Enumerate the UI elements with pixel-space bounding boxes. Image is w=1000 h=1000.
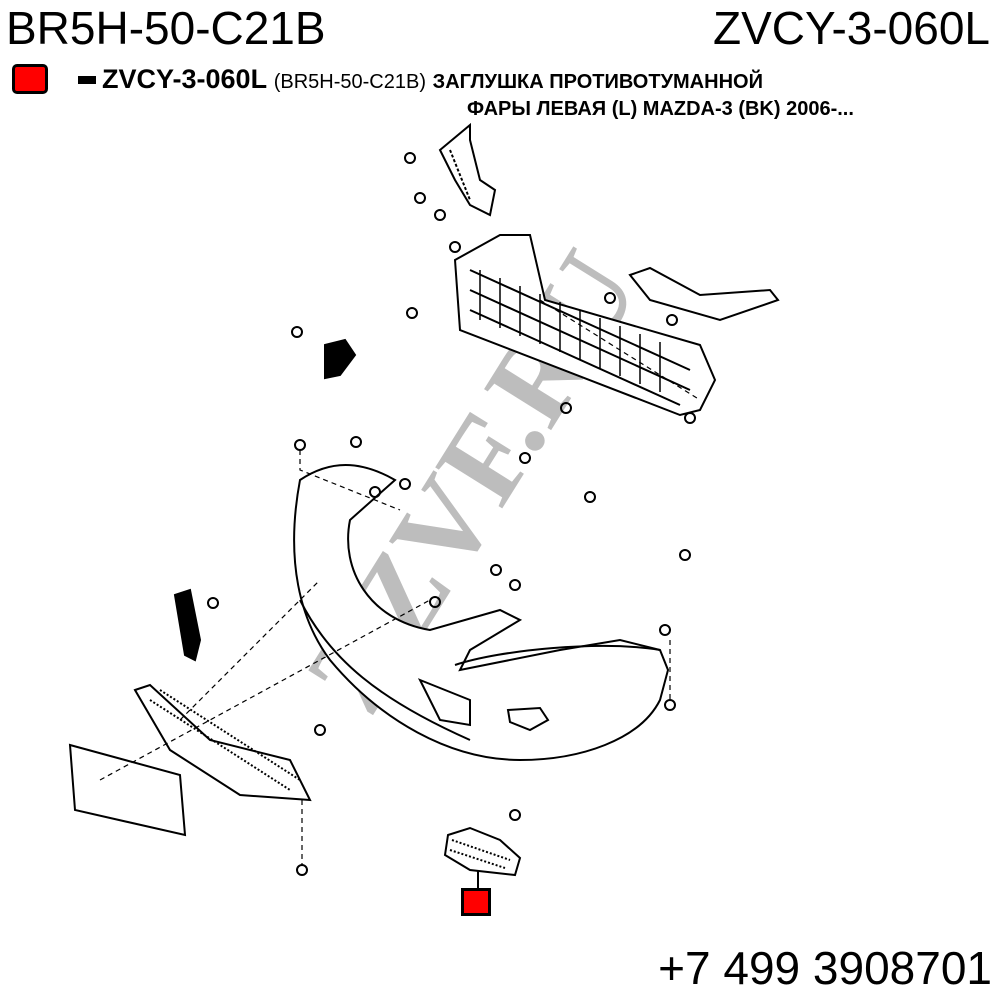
license-plate-bracket [68, 743, 187, 837]
parts-diagram: ZZVF.RU [68, 122, 780, 888]
legend-part-code: ZVCY-3-060L [102, 64, 268, 94]
phone-number: +7 499 3908701 [658, 942, 992, 994]
fasteners [207, 152, 696, 876]
bumper-reinforcement [453, 234, 717, 417]
fog-lamp-cover-left [443, 826, 522, 888]
oem-code: BR5H-50-C21B [6, 2, 326, 54]
assembly-lines [99, 299, 701, 865]
bumper-cover [293, 464, 670, 762]
legend-dash [78, 76, 96, 84]
right-bracket [628, 266, 780, 322]
left-small-bracket [324, 338, 357, 380]
left-side-bracket [173, 588, 202, 662]
legend-description-2: ФАРЫ ЛЕВАЯ (L) MAZDA-3 (BK) 2006-... [467, 98, 854, 120]
legend-color-swatch [12, 64, 48, 94]
part-code: ZVCY-3-060L [712, 2, 990, 54]
legend-description-1: ЗАГЛУШКА ПРОТИВОТУМАННОЙ [432, 71, 763, 93]
highlighted-part-marker [461, 888, 491, 916]
upper-bracket [438, 122, 497, 217]
legend-oem-code: (BR5H-50-C21B) [273, 71, 426, 93]
lower-grille [133, 683, 312, 802]
legend-line-1: ZVCY-3-060L (BR5H-50-C21B) ЗАГЛУШКА ПРОТ… [102, 64, 763, 95]
